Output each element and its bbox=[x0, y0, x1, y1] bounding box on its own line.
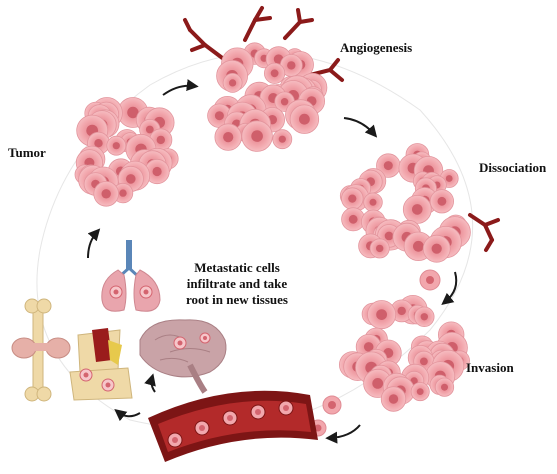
brain-icon bbox=[139, 319, 227, 394]
label-invasion: Invasion bbox=[466, 360, 514, 375]
tumor-cluster-icon bbox=[74, 97, 179, 207]
dissociation-tumor-icon bbox=[339, 143, 471, 263]
arrow-icon bbox=[162, 79, 199, 96]
invasion-tumor-icon bbox=[339, 295, 470, 412]
label-tumor: Tumor bbox=[8, 145, 46, 160]
arrow-icon bbox=[87, 228, 101, 259]
knee-joint-icon bbox=[69, 328, 133, 401]
label-dissociation: Dissociation bbox=[479, 160, 547, 175]
angiogenesis-tumor-icon bbox=[207, 42, 328, 152]
label-metastasis: Metastatic cells infiltrate and take roo… bbox=[186, 260, 288, 307]
cycle-arrows bbox=[87, 79, 458, 444]
arrow-icon bbox=[441, 271, 458, 306]
thyroid-icon bbox=[11, 337, 71, 359]
arrow-icon bbox=[325, 424, 361, 444]
angiogenesis-vessels bbox=[183, 6, 500, 252]
arrow-icon bbox=[343, 117, 378, 138]
lung-icon bbox=[101, 240, 161, 312]
blood-vessel-icon bbox=[148, 390, 318, 462]
arrow-icon bbox=[114, 409, 141, 422]
label-angiogenesis: Angiogenesis bbox=[340, 40, 413, 55]
arrow-icon bbox=[144, 373, 156, 393]
